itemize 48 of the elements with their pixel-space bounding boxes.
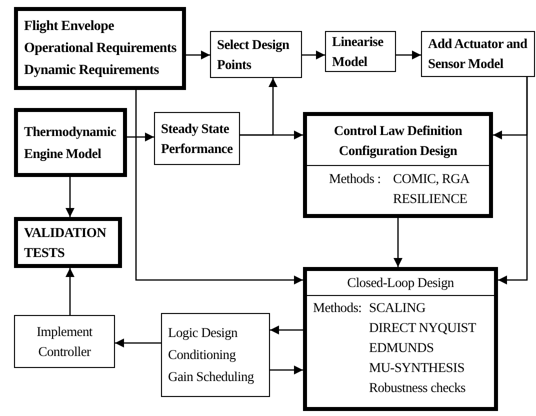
process-box <box>325 31 396 72</box>
method-item: MU-SYNTHESIS <box>369 359 466 377</box>
arrow <box>270 366 303 374</box>
process-box <box>154 112 240 165</box>
box-heading: Control Law Definition Configuration Design <box>307 116 489 166</box>
process-box <box>303 112 493 218</box>
box-text: Thermodynamic Engine Model <box>24 122 117 163</box>
method-item: COMIC, RGA <box>393 170 470 188</box>
box-text: Flight Envelope <box>24 18 114 36</box>
process-box <box>14 108 127 177</box>
arrow <box>396 50 421 60</box>
box-text: Linearise Model <box>332 32 384 70</box>
method-item: RESILIENCE <box>393 190 468 208</box>
method-item: EDMUNDS <box>369 339 435 357</box>
arrow <box>115 338 161 348</box>
method-item: SCALING <box>369 299 426 317</box>
process-box <box>14 217 122 268</box>
box-text: Implement Controller <box>36 322 94 360</box>
arrow <box>394 218 402 267</box>
process-box <box>161 313 270 397</box>
box-text: Steady State Performance <box>161 120 233 158</box>
box-text: Logic Design <box>168 324 238 342</box>
box-text: Gain Scheduling <box>168 368 254 386</box>
arrow <box>270 326 303 334</box>
box-text: VALIDATION TESTS <box>24 224 108 262</box>
method-item: DIRECT NYQUIST <box>369 319 476 337</box>
arrow <box>66 268 74 315</box>
box-heading: Closed-Loop Design <box>307 271 494 296</box>
arrow <box>127 132 154 142</box>
process-box <box>303 267 498 411</box>
methods-label: Methods : <box>329 170 382 188</box>
box-text: Select Design Points <box>217 36 290 74</box>
arrow <box>240 130 303 140</box>
process-box <box>14 7 186 90</box>
arrow <box>302 50 325 60</box>
methods-label: Methods: <box>313 299 363 317</box>
process-box <box>14 315 115 368</box>
method-item: Robustness checks <box>369 379 467 397</box>
box-text: Operational Requirements <box>24 40 176 58</box>
arrow <box>186 50 210 60</box>
process-box <box>421 31 535 77</box>
box-text: Conditioning <box>168 346 236 364</box>
box-text: Add Actuator and Sensor Model <box>428 35 528 73</box>
arrow <box>135 90 303 284</box>
process-box <box>210 31 302 78</box>
arrow <box>498 77 528 284</box>
box-text: Dynamic Requirements <box>24 62 159 80</box>
arrow <box>66 177 74 217</box>
